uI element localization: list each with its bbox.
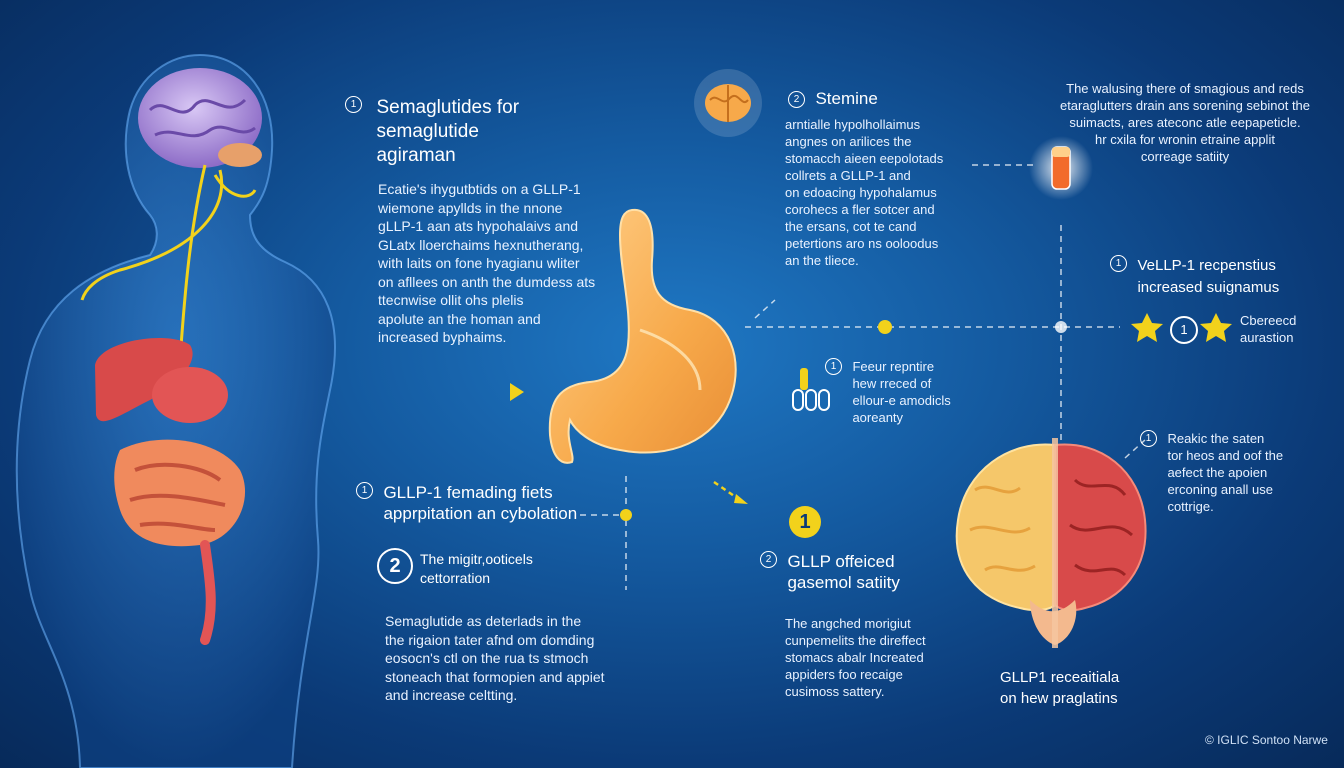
small-arrow [713,480,748,504]
receptors-heading: 1 VeLLP-1 recpenstius increased suignamu… [1110,255,1279,299]
connector-dot [620,509,632,521]
connector-dot [878,320,892,334]
glp-satiety-title: GLLP offeiced gasemol satiity [787,552,900,592]
connector-dot [1055,321,1067,333]
step-number-badge: 1 [1140,430,1157,448]
covered-label: Cbereecd aurastion [1240,313,1297,345]
section1-title: Semaglutides for semaglutide agiraman [376,97,520,166]
step-number-badge: 1 [356,482,373,500]
section-two-title: The migitr,ooticels cettorration [420,551,533,586]
step-number-badge: 1 [1110,255,1127,273]
step-number-badge: 1 [825,358,842,376]
section1-body: Ecatie's ihygutbtids on a GLLP-1 wiemone… [378,181,596,345]
right-mid-block: 1 Reakic the saten tor heos and oof the … [1140,430,1327,515]
capsule-icon [1029,136,1093,200]
vagus-nerve-lines [80,164,257,361]
fewer-body: Feeur repntire hew rreced of ellour-e am… [852,359,951,425]
glp-feeding-title: GLLP-1 femading fiets apprpitation an cy… [383,483,578,523]
body-stomach-icon [152,367,228,423]
brain-cross-section-illustration [955,438,1147,648]
step-number-badge: 1 [345,96,362,114]
vial-icon [792,368,830,411]
section1-heading: 1 Semaglutides for semaglutide agiraman [345,96,519,168]
flow-arrow [300,383,524,401]
footer-credit: © IGLIC Sontoo Narwe [1205,733,1328,747]
glp-satiety-body: The angched morigiut cunpemelits the dir… [785,616,926,699]
glp-feeding-heading: 1 GLLP-1 femading fiets apprpitation an … [356,482,577,524]
step-two-badge: 2 [377,548,413,584]
stemine-heading: 2 Stemine [788,88,878,109]
stemine-title: Stemine [815,89,878,108]
step-one-badge: 1 [789,506,821,538]
bottom-left-body: Semaglutide as deterlads in the the riga… [385,613,605,703]
brain-small-icon [694,69,762,137]
liver-icon [95,337,193,422]
fewer-block: 1 Feeur repntire hew rreced of ellour-e … [825,358,951,426]
star-icon [1200,313,1232,342]
top-right-body: The walusing there of smagious and reds … [1059,81,1311,164]
step-number-badge: 2 [760,551,777,569]
receptors-title: VeLLP-1 recpenstius increased suignamus [1137,257,1280,296]
covered-number-badge: 1 [1170,316,1198,344]
stemine-body: arntialle hypolhollaimus angnes on arili… [785,117,944,268]
brain-caption: GLLP1 receaitiala on hew praglatins [1000,669,1120,707]
stomach-illustration [548,208,737,464]
intestines-icon [114,439,246,645]
right-mid-body: Reakic the saten tor heos and oof the ae… [1167,431,1284,514]
glp-satiety-heading: 2 GLLP offeiced gasemol satiity [760,551,900,593]
star-icon [1131,313,1163,342]
brain-icon [138,68,262,168]
step-number-badge: 2 [788,91,805,109]
